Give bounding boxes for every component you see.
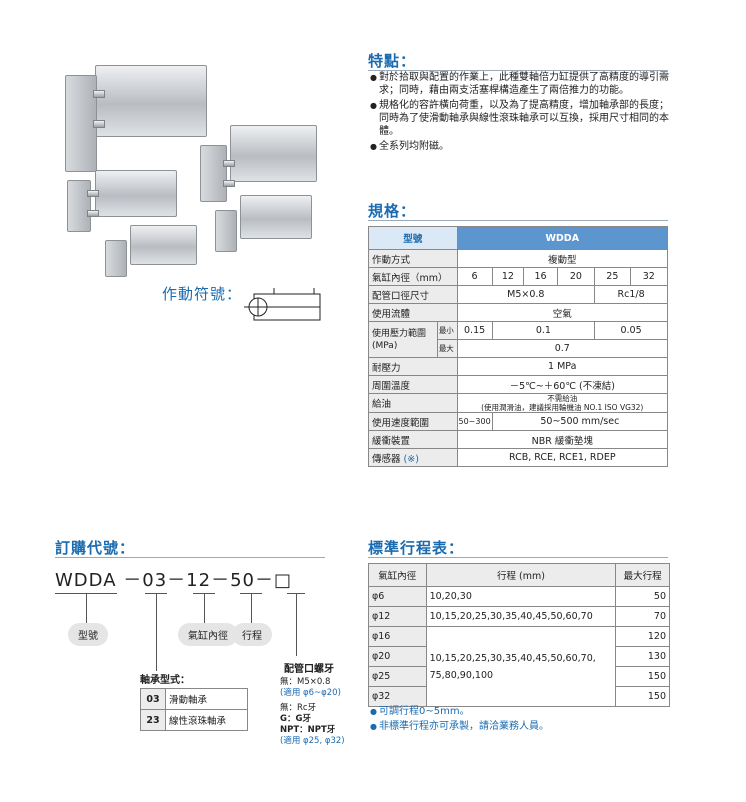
spec-header-value: WDDA	[456, 226, 668, 250]
feature-item: ●對於拾取與配置的作業上，此種雙軸倍力缸提供了高精度的導引需求；同時，藉由兩支活…	[370, 72, 669, 96]
model-label: 型號	[68, 623, 108, 646]
table-row: 耐壓力 1 MPa	[368, 357, 668, 376]
feature-item: ●規格化的容許橫向荷重，以及為了提高精度，增加軸承部的長度；同時為了使滑動軸承與…	[370, 100, 669, 137]
features-title: 特點：	[368, 52, 417, 70]
table-row: 使用壓力範圍(MPa) 最小 0.15 0.1 0.05	[368, 321, 668, 358]
table-row: 使用速度範圍 50~300 50~500 mm/sec	[368, 412, 669, 431]
table-row: φ16 10,15,20,25,30,35,40,45,50,60,70,75,…	[368, 626, 670, 707]
note-item: ●可調行程0~5mm。	[370, 706, 470, 717]
product-photo	[55, 45, 325, 280]
port-thread-title: 配管口螺牙	[284, 664, 334, 675]
order-title: 訂購代號：	[55, 539, 136, 557]
cylinder-symbol	[244, 288, 321, 321]
feature-item: ●全系列均附磁。	[370, 141, 449, 152]
port-thread-options: 無：M5×0.8 (適用 φ6~φ20) 無：Rc牙 G：G牙 NPT：NPT牙…	[280, 677, 345, 746]
spec-header-model: 型號	[368, 226, 458, 250]
table-row: 傳感器 (※) RCB, RCE, RCE1, RDEP	[368, 448, 668, 467]
order-code: WDDA －03－12－50－□	[55, 570, 292, 591]
bearing-title: 軸承型式：	[140, 675, 190, 686]
symbol-label: 作動符號：	[162, 285, 243, 303]
table-row: 緩衝裝置 NBR 緩衝墊塊	[368, 430, 668, 449]
stroke-label: 行程	[232, 623, 272, 646]
bore-label: 氣缸內徑	[178, 623, 238, 646]
note-item: ●非標準行程亦可承製，請洽業務人員。	[370, 721, 549, 732]
table-row: 作動方式 複動型	[368, 249, 668, 268]
table-row: 最大 0.7	[369, 339, 668, 358]
stroke-table-title: 標準行程表：	[368, 539, 465, 557]
table-row: 配管口徑尺寸 M5×0.8 Rc1/8	[368, 285, 668, 304]
spec-title: 規格：	[368, 202, 417, 220]
features-list: ●對於拾取與配置的作業上，此種雙軸倍力缸提供了高精度的導引需求；同時，藉由兩支活…	[370, 71, 670, 155]
table-row: 給油 不需給油(使用潤滑油，建議採用輪機油 NO.1 ISO VG32)	[368, 393, 668, 413]
table-row: 使用流體 空氣	[368, 303, 668, 322]
table-row: 周圍溫度 －5℃~＋60℃ (不凍結)	[368, 375, 668, 394]
stroke-notes: ●可調行程0~5mm。 ●非標準行程亦可承製，請洽業務人員。	[370, 705, 670, 735]
